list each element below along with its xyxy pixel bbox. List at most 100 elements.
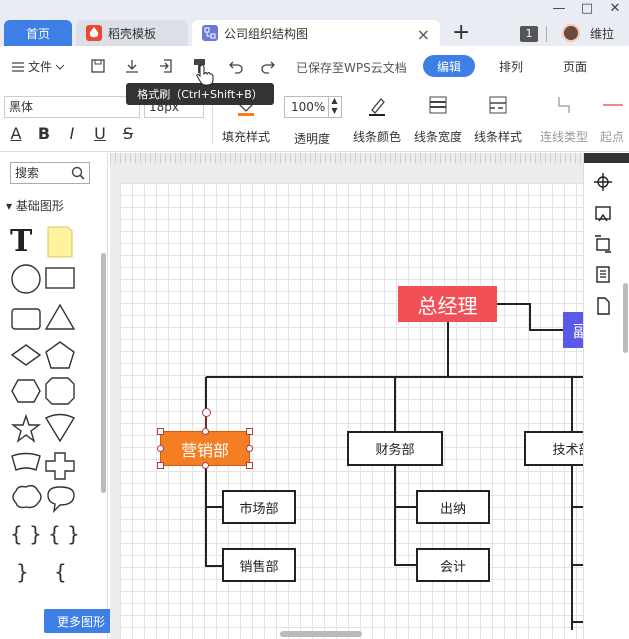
resize-handle[interactable] bbox=[246, 428, 253, 435]
stepper-up-icon[interactable]: ▲ bbox=[331, 96, 338, 105]
docer-icon bbox=[86, 25, 102, 41]
main-toolbar: 文件 已保存至WPS云文档 编辑 排列 页面 bbox=[0, 46, 629, 86]
rotate-handle[interactable] bbox=[202, 408, 211, 417]
minimize-icon[interactable]: — bbox=[552, 1, 566, 16]
start-point-label: 起点 bbox=[600, 130, 625, 144]
divider bbox=[212, 92, 213, 144]
shape-search-input[interactable]: 搜索 bbox=[10, 162, 90, 184]
tab-bar: 首页 稻壳模板 公司组织结构图 × + — □ ✕ 1 维拉 bbox=[0, 0, 629, 46]
page-count-badge[interactable]: 1 bbox=[520, 26, 538, 42]
svg-text:{ }: { } bbox=[10, 522, 42, 546]
edit-mode-button[interactable]: 编辑 bbox=[423, 55, 475, 77]
resize-handle[interactable] bbox=[246, 445, 253, 452]
bold-button[interactable]: B bbox=[37, 124, 51, 143]
chevron-down-icon bbox=[56, 64, 65, 70]
market-dept-node[interactable]: 市场部 bbox=[222, 490, 296, 524]
redo-icon[interactable] bbox=[258, 56, 278, 76]
resize-handle[interactable] bbox=[157, 445, 164, 452]
save-status: 已保存至WPS云文档 bbox=[296, 61, 407, 75]
line-style-label: 线条样式 bbox=[474, 130, 523, 144]
search-placeholder: 搜索 bbox=[15, 166, 40, 180]
finance-node[interactable]: 财务部 bbox=[347, 431, 443, 466]
resize-handle[interactable] bbox=[202, 428, 209, 435]
svg-text:T: T bbox=[10, 224, 33, 259]
opacity-stepper[interactable]: ▲▼ bbox=[328, 96, 340, 118]
size-position-icon[interactable] bbox=[592, 233, 614, 255]
undo-icon[interactable] bbox=[226, 56, 246, 76]
window-controls: — □ ✕ bbox=[545, 0, 629, 20]
flowchart-icon bbox=[202, 25, 218, 41]
arrange-tab[interactable]: 排列 bbox=[499, 60, 524, 74]
opacity-tool: 透明度 bbox=[294, 96, 330, 147]
stepper-down-icon[interactable]: ▼ bbox=[331, 106, 338, 115]
opacity-input[interactable]: 100% bbox=[284, 96, 342, 118]
fill-style-label: 填充样式 bbox=[222, 130, 271, 144]
download-icon[interactable] bbox=[122, 56, 142, 76]
shape-library-panel: 搜索 ▾ 基础图形 T { } { } } { bbox=[0, 153, 108, 639]
canvas-area[interactable] bbox=[110, 163, 583, 639]
add-tab-icon[interactable]: + bbox=[452, 20, 471, 45]
maximize-icon[interactable]: □ bbox=[580, 1, 594, 16]
italic-button[interactable]: I bbox=[69, 124, 75, 143]
resize-handle[interactable] bbox=[157, 462, 164, 469]
marketing-node[interactable]: 营销部 bbox=[160, 431, 250, 466]
horizontal-ruler bbox=[110, 153, 629, 163]
tab-home[interactable]: 首页 bbox=[4, 20, 72, 46]
accounting-node[interactable]: 会计 bbox=[416, 548, 490, 582]
line-color-label: 线条颜色 bbox=[353, 130, 402, 144]
basic-shapes-header[interactable]: ▾ 基础图形 bbox=[6, 197, 64, 214]
connector-type-tool[interactable]: 连线类型 bbox=[540, 94, 588, 145]
line-width-tool[interactable]: 线条宽度 bbox=[414, 94, 462, 145]
svg-text:{ }: { } bbox=[48, 522, 80, 546]
navigator-icon[interactable] bbox=[592, 171, 614, 193]
connector-type-label: 连线类型 bbox=[540, 130, 589, 144]
resize-handle[interactable] bbox=[157, 428, 164, 435]
font-color-button[interactable]: A bbox=[10, 124, 22, 143]
right-tool-panel bbox=[583, 153, 629, 639]
search-icon[interactable] bbox=[71, 166, 85, 180]
opacity-label: 透明度 bbox=[294, 132, 331, 146]
file-menu-label: 文件 bbox=[28, 60, 53, 74]
tab-close-icon[interactable]: × bbox=[416, 25, 430, 44]
hand-cursor-icon bbox=[196, 64, 214, 86]
export-icon[interactable] bbox=[156, 56, 176, 76]
drawing-canvas[interactable] bbox=[120, 183, 583, 639]
strikethrough-button[interactable]: S bbox=[122, 124, 134, 143]
menu-icon bbox=[12, 61, 24, 72]
ceo-node[interactable]: 总经理 bbox=[398, 286, 497, 322]
font-family-select[interactable]: 黑体 bbox=[4, 96, 140, 118]
cashier-node[interactable]: 出纳 bbox=[416, 490, 490, 524]
avatar[interactable] bbox=[562, 24, 580, 42]
tab-label: 稻壳模板 bbox=[108, 26, 157, 41]
save-icon[interactable] bbox=[88, 56, 108, 76]
canvas-horizontal-scrollbar[interactable] bbox=[280, 631, 362, 637]
shape-panel-scrollbar[interactable] bbox=[101, 253, 106, 493]
line-style-icon bbox=[487, 94, 509, 116]
user-name[interactable]: 维拉 bbox=[590, 27, 615, 41]
start-point-tool[interactable]: 起点 bbox=[600, 94, 624, 145]
tab-docer-templates[interactable]: 稻壳模板 bbox=[76, 20, 188, 46]
resize-handle[interactable] bbox=[202, 462, 209, 469]
style-panel-icon[interactable] bbox=[592, 203, 614, 225]
pen-icon bbox=[366, 94, 388, 116]
close-icon[interactable]: ✕ bbox=[609, 1, 621, 16]
document-icon[interactable] bbox=[592, 295, 614, 317]
caret-down-icon: ▾ bbox=[6, 199, 13, 213]
file-menu[interactable]: 文件 bbox=[12, 58, 65, 75]
tab-org-chart[interactable]: 公司组织结构图 × bbox=[192, 20, 440, 46]
page-settings-icon[interactable] bbox=[592, 263, 614, 285]
line-width-label: 线条宽度 bbox=[414, 130, 463, 144]
panel-header bbox=[584, 153, 629, 163]
svg-text:}: } bbox=[16, 560, 29, 584]
sales-dept-node[interactable]: 销售部 bbox=[222, 548, 296, 582]
more-shapes-button[interactable]: 更多图形 bbox=[44, 609, 118, 633]
line-style-tool[interactable]: 线条样式 bbox=[474, 94, 522, 145]
format-painter-tooltip: 格式刷（Ctrl+Shift+B） bbox=[126, 83, 274, 105]
right-panel-scrollbar[interactable] bbox=[623, 283, 628, 353]
underline-button[interactable]: U bbox=[94, 124, 106, 143]
basic-shapes-grid[interactable]: T { } { } } { bbox=[8, 223, 98, 603]
page-tab[interactable]: 页面 bbox=[563, 60, 588, 74]
line-color-tool[interactable]: 线条颜色 bbox=[353, 94, 401, 145]
resize-handle[interactable] bbox=[246, 462, 253, 469]
